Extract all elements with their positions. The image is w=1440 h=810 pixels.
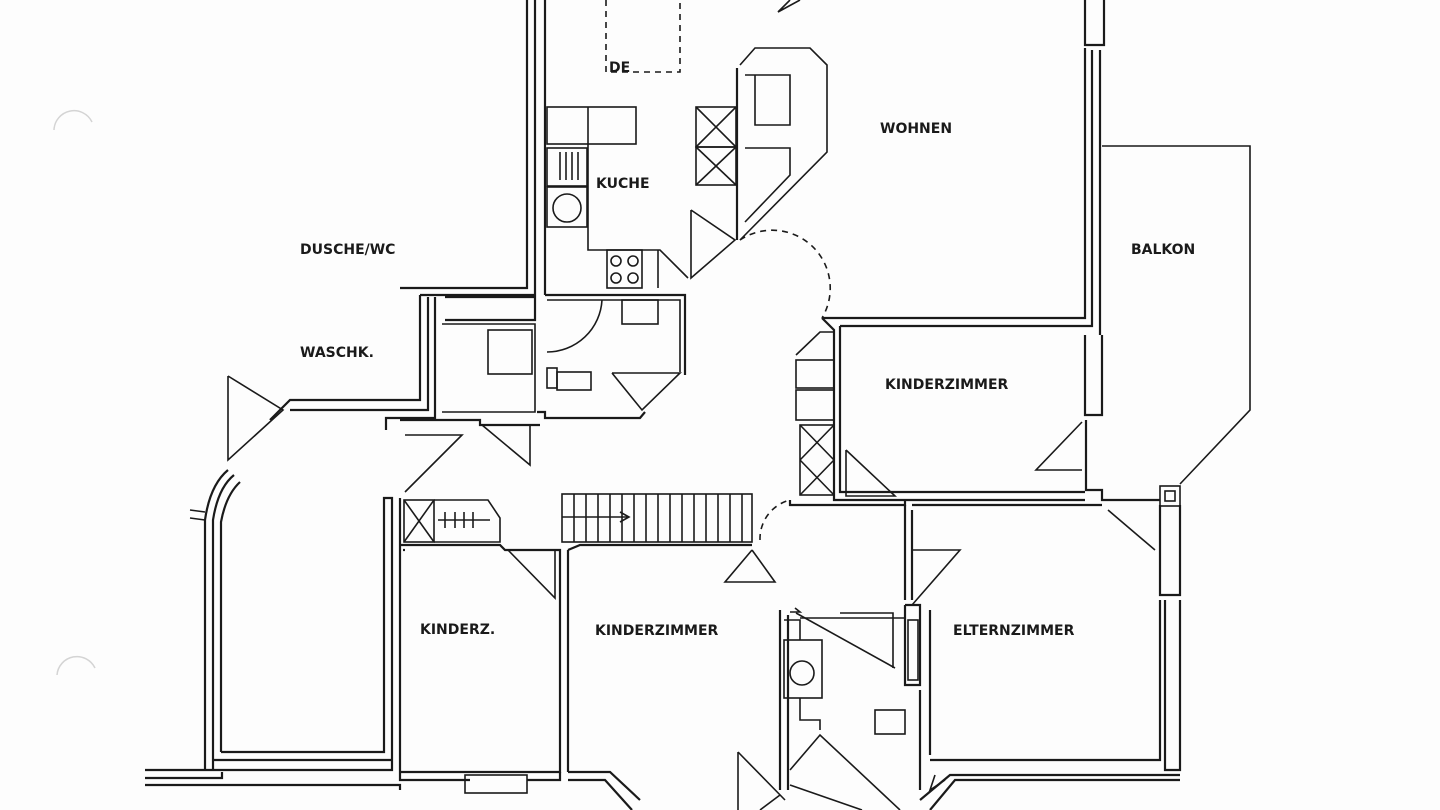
east-kids-room <box>788 317 1085 507</box>
kitchen-fixtures <box>546 0 828 289</box>
left-room-walls <box>145 469 402 790</box>
room-label-dusche-wc: DUSCHE/WC <box>300 242 396 258</box>
room-label-waschkueche: WASCHK. <box>300 345 374 361</box>
room-label-balkon: BALKON <box>1131 242 1196 258</box>
room-label-kinderz: KINDERZ. <box>420 622 496 638</box>
room-label-diele: DE <box>609 60 631 76</box>
room-label-elternzimmer: ELTERNZIMMER <box>953 623 1075 639</box>
exterior-walls <box>400 0 1251 810</box>
room-label-kueche: KUCHE <box>596 176 650 192</box>
room-label-kinderzimmer-east: KINDERZIMMER <box>885 377 1009 393</box>
kids-rooms-walls <box>398 493 777 810</box>
door-swing-arcs <box>739 229 832 541</box>
stair-treads <box>573 494 743 542</box>
master-bath-walls <box>737 503 1156 810</box>
room-label-kinderzimmer-center: KINDERZIMMER <box>595 623 719 639</box>
binder-hole-marks <box>53 109 96 676</box>
bath-block <box>227 293 687 493</box>
room-label-wohnen: WOHNEN <box>880 121 953 137</box>
